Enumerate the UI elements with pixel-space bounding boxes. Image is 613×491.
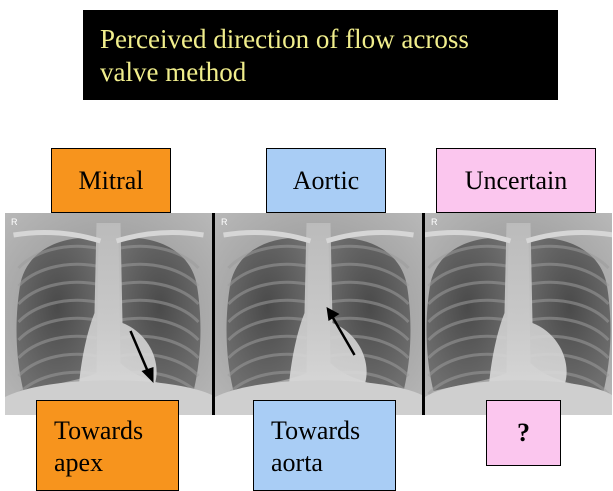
- svg-text:R: R: [221, 217, 228, 227]
- uncertain-label: Uncertain: [436, 148, 596, 213]
- svg-text:R: R: [431, 217, 438, 227]
- chest-xray-uncertain-image: R: [425, 213, 612, 415]
- svg-text:R: R: [11, 217, 18, 227]
- uncertain-direction-box: ?: [486, 400, 561, 466]
- chest-xray-aortic: R: [215, 213, 422, 415]
- slide-title: Perceived direction of flow across valve…: [100, 23, 558, 89]
- xray-strip: R R R: [5, 213, 612, 415]
- title-banner: Perceived direction of flow across valve…: [83, 10, 558, 100]
- chest-xray-uncertain: R: [425, 213, 612, 415]
- aortic-label: Aortic: [266, 148, 386, 213]
- chest-xray-aortic-image: R: [215, 213, 422, 415]
- chest-xray-mitral-image: R: [5, 213, 212, 415]
- chest-xray-mitral: R: [5, 213, 212, 415]
- towards-apex-box: Towards apex: [36, 400, 179, 491]
- towards-aorta-box: Towards aorta: [253, 400, 396, 491]
- mitral-label: Mitral: [51, 148, 171, 213]
